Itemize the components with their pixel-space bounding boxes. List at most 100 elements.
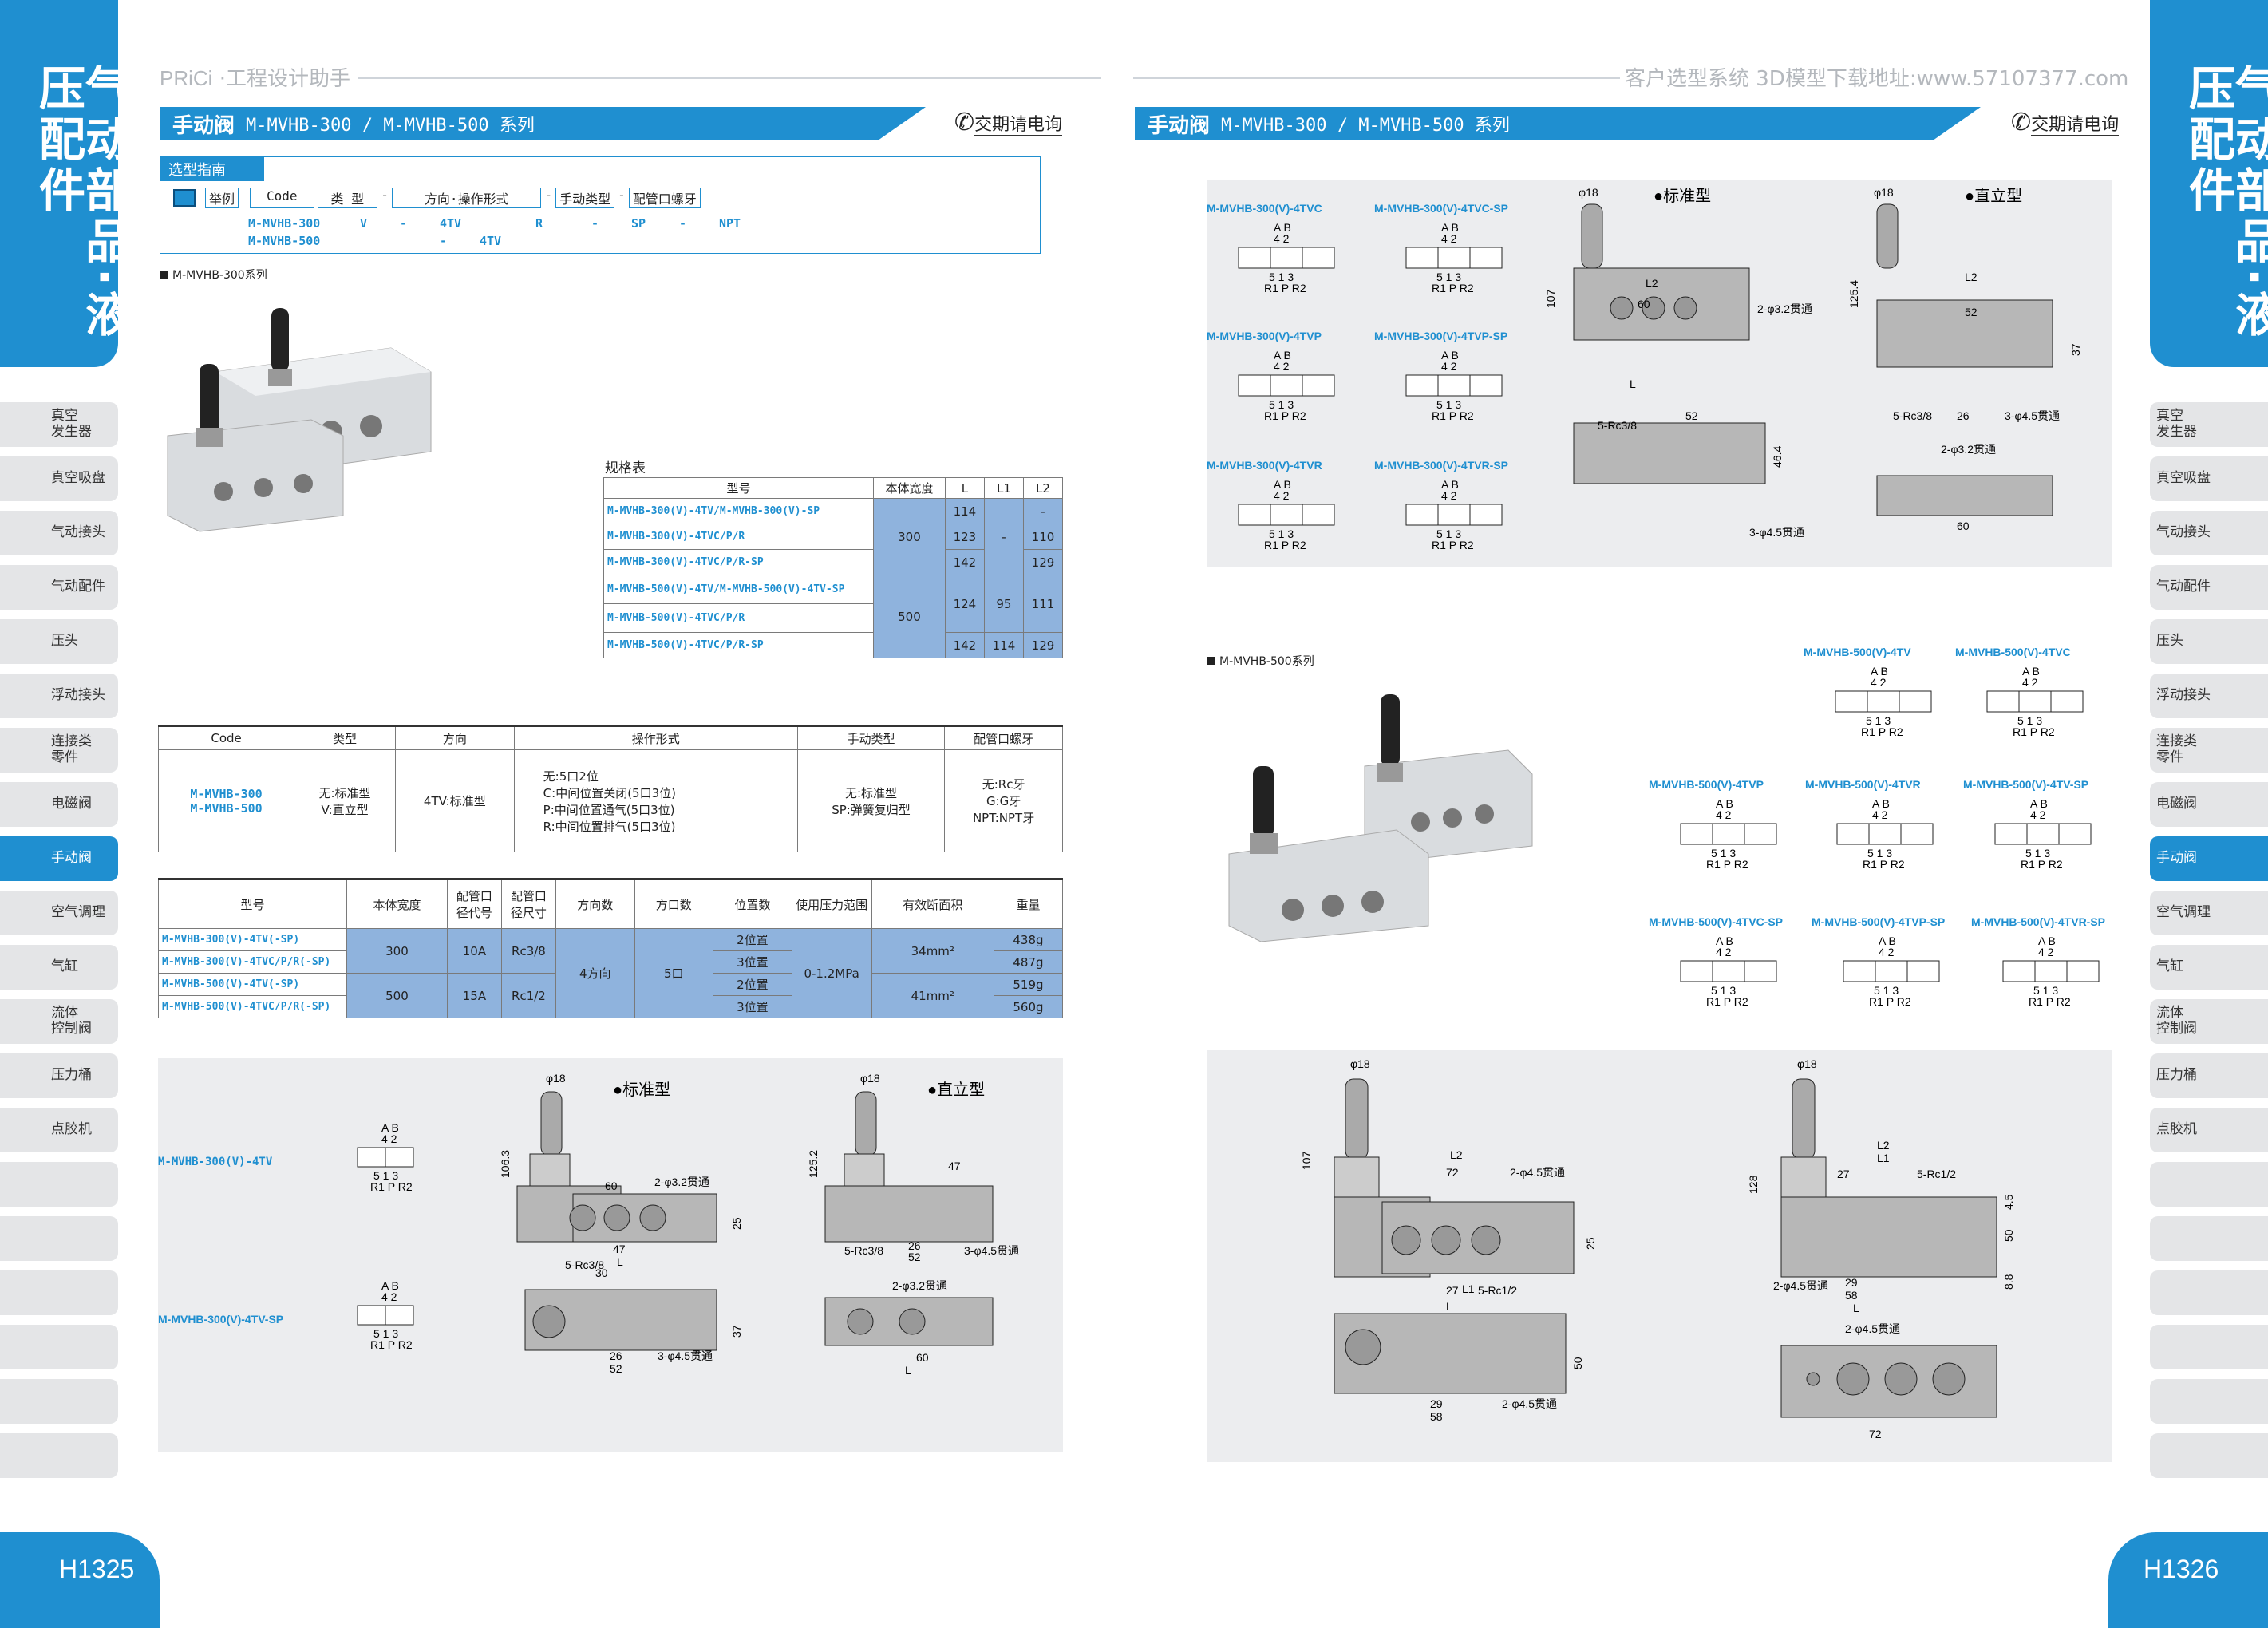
nav-item[interactable]: 浮动接头 xyxy=(0,674,118,718)
nav-item[interactable]: 手动阀 xyxy=(2150,836,2268,881)
nav-item[interactable]: 点胶机 xyxy=(2150,1108,2268,1152)
selection-guide: 选型指南 举例 Code 类 型 - 方向·操作形式 - 手动类型 - 配管口螺… xyxy=(160,156,1041,254)
port-mid: 4 2 xyxy=(1274,360,1290,373)
port-bot: 5 1 3 xyxy=(2033,984,2058,997)
direction-value: 4TV:标准型 xyxy=(394,749,515,852)
guide-h-code: Code xyxy=(250,188,314,208)
nav-item[interactable]: 气缸 xyxy=(2150,945,2268,990)
port-bot: R1 P R2 xyxy=(2021,858,2063,871)
nav-item[interactable]: 压头 xyxy=(2150,619,2268,664)
guide-r2-sep: - xyxy=(440,234,448,248)
port-mid: 4 2 xyxy=(1716,808,1732,821)
standard-label: ●标准型 xyxy=(1654,187,1711,205)
symbol-label: M-MVHB-300(V)-4TV xyxy=(158,1156,273,1168)
port-bot: R1 P R2 xyxy=(1432,539,1474,551)
nav-item[interactable]: 电磁阀 xyxy=(2150,782,2268,827)
nav-item-empty xyxy=(2150,1216,2268,1261)
phone-icon: ✆ xyxy=(954,109,975,136)
guide-r1-op: R xyxy=(535,216,543,231)
nav-item[interactable]: 压力桶 xyxy=(0,1053,118,1098)
hole-label: 2-φ3.2贯通 xyxy=(654,1176,709,1188)
port-bot: R1 P R2 xyxy=(1264,282,1306,294)
port-bot: R1 P R2 xyxy=(370,1180,413,1193)
series300-text: M-MVHB-300系列 xyxy=(172,269,267,282)
nav-item[interactable]: 真空 发生器 xyxy=(0,402,118,447)
code-h: 操作形式 xyxy=(513,725,798,750)
nav-item[interactable]: 点胶机 xyxy=(0,1108,118,1152)
guide-sep: - xyxy=(381,188,389,203)
dim-52: 52 xyxy=(610,1362,622,1375)
left-side-title-tab: 气动部品·液压配件 xyxy=(0,0,132,367)
hole-label: 3-φ4.5贯通 xyxy=(1749,526,1804,539)
nav-item-label: 压力桶 xyxy=(51,1067,92,1084)
hole-label: 2-φ4.5贯通 xyxy=(1510,1166,1565,1179)
nav-item-empty xyxy=(0,1433,118,1478)
nav-item[interactable]: 压头 xyxy=(0,619,118,664)
selection-guide-title: 选型指南 xyxy=(160,157,264,181)
port-bot: 5 1 3 xyxy=(1436,528,1461,540)
nav-item[interactable]: 连接类 零件 xyxy=(2150,728,2268,773)
nav-item-label: 气动接头 xyxy=(51,524,105,541)
dim-h-model: 型号 xyxy=(603,477,874,499)
nav-item[interactable]: 气动接头 xyxy=(2150,511,2268,555)
dim-L1: 95 xyxy=(983,575,1024,633)
nav-item-empty xyxy=(0,1379,118,1424)
nav-item[interactable]: 浮动接头 xyxy=(2150,674,2268,718)
nav-item[interactable]: 真空吸盘 xyxy=(0,456,118,501)
nav-item-empty xyxy=(0,1270,118,1315)
port-bot: R1 P R2 xyxy=(1869,995,1911,1008)
nav-item[interactable]: 真空吸盘 xyxy=(2150,456,2268,501)
nav-item[interactable]: 气缸 xyxy=(0,945,118,990)
manual-standard: 无:标准型 xyxy=(844,785,898,800)
port-bot: 5 1 3 xyxy=(1436,398,1461,411)
nav-item[interactable]: 空气调理 xyxy=(2150,891,2268,935)
dim-25: 25 xyxy=(1584,1237,1597,1250)
nav-item-label: 气缸 xyxy=(2156,958,2183,975)
dim-model: M-MVHB-500(V)-4TVC/P/R-SP xyxy=(603,632,874,658)
nav-item[interactable]: 连接类 零件 xyxy=(0,728,118,773)
nav-item-label: 手动阀 xyxy=(2156,850,2197,867)
left-page-number-tab: H1325 xyxy=(0,1532,160,1628)
dim-58: 58 xyxy=(1430,1410,1443,1423)
dim-29: 29 xyxy=(1845,1276,1858,1289)
guide-r1-sep3: - xyxy=(679,216,687,231)
port-mid: 4 2 xyxy=(2022,676,2038,689)
guide-sep: - xyxy=(544,188,553,203)
dim-52: 52 xyxy=(1685,409,1698,422)
dim-d18: φ18 xyxy=(1797,1057,1817,1070)
dim-d18: φ18 xyxy=(860,1072,880,1085)
dim-width-300: 300 xyxy=(873,498,946,575)
nav-item[interactable]: 气动配件 xyxy=(0,565,118,610)
dim-27: 27 xyxy=(1837,1168,1850,1180)
port-bot: R1 P R2 xyxy=(1264,409,1306,422)
dim-L: L xyxy=(1630,377,1636,390)
nav-item[interactable]: 电磁阀 xyxy=(0,782,118,827)
port-bot: R1 P R2 xyxy=(1264,539,1306,551)
dim-47: 47 xyxy=(613,1243,626,1255)
port-bot: 5 1 3 xyxy=(2017,714,2042,727)
nav-item[interactable]: 空气调理 xyxy=(0,891,118,935)
dim-58: 58 xyxy=(1845,1289,1858,1302)
nav-item[interactable]: 气动配件 xyxy=(2150,565,2268,610)
nav-item[interactable]: 真空 发生器 xyxy=(2150,402,2268,447)
nav-item-label: 浮动接头 xyxy=(2156,687,2211,704)
nav-item[interactable]: 流体 控制阀 xyxy=(2150,999,2268,1044)
nav-item[interactable]: 压力桶 xyxy=(2150,1053,2268,1098)
guide-r1-code: M-MVHB-300 xyxy=(248,216,321,231)
port-mid: 4 2 xyxy=(1441,489,1457,502)
inquiry-text: 交期请电询 xyxy=(2031,115,2120,136)
top-rule-left xyxy=(160,77,1101,79)
port-bot: 5 1 3 xyxy=(2025,847,2050,859)
nav-item-label: 真空吸盘 xyxy=(51,470,105,487)
nav-item[interactable]: 流体 控制阀 xyxy=(0,999,118,1044)
port-mid: 4 2 xyxy=(2030,808,2046,821)
port-top: A B xyxy=(1871,665,1888,678)
spec-weight: 519g xyxy=(993,973,1064,996)
dim-37: 37 xyxy=(2069,343,2082,356)
nav-item[interactable]: 气动接头 xyxy=(0,511,118,555)
nav-item[interactable]: 手动阀 xyxy=(0,836,118,881)
